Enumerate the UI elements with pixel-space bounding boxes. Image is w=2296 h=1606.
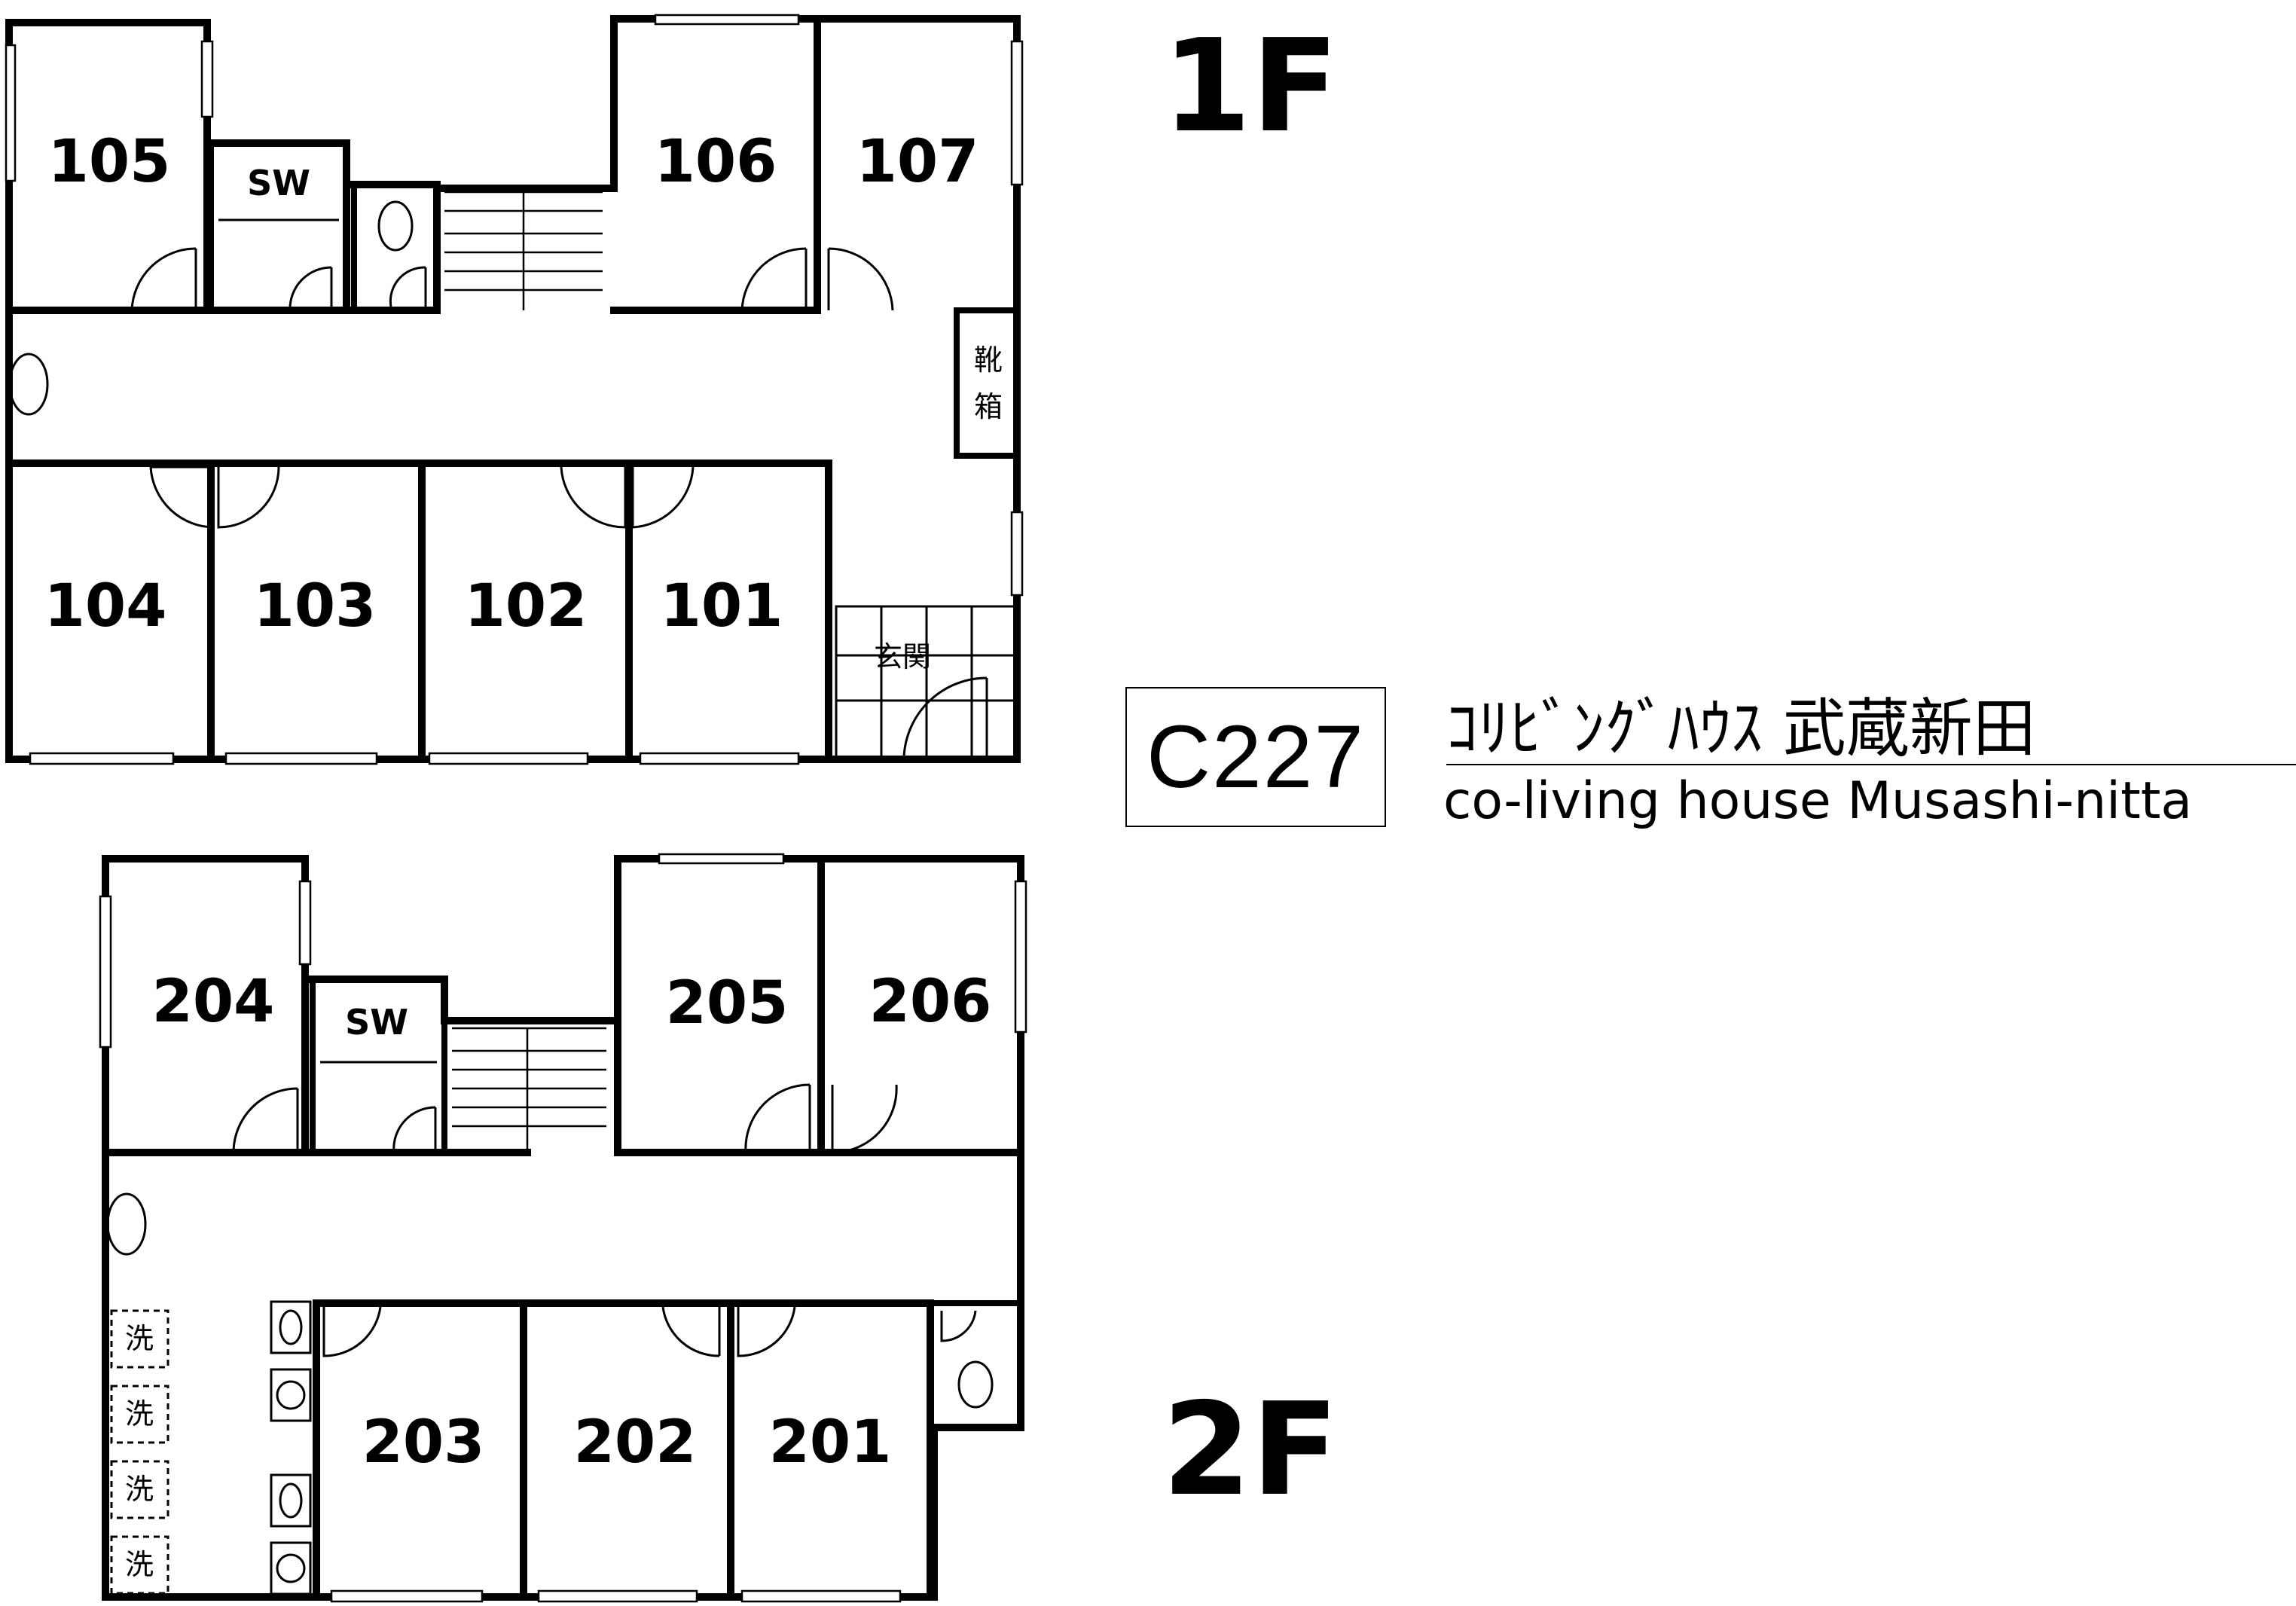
washer-label-2: 洗: [125, 1397, 154, 1430]
property-name-en: co-living house Musashi-nitta: [1443, 771, 2193, 831]
title-underline: [1446, 764, 2296, 765]
room-102-label: 102: [465, 572, 588, 640]
entrance-label: 玄関: [874, 640, 931, 673]
second-floor-plan: 洗 洗 洗 洗 204 SW 205 206 203 202 201 2F: [99, 853, 1339, 1603]
room-203-label: 203: [362, 1409, 485, 1476]
sw-label-2f: SW: [345, 1002, 408, 1043]
room-104-label: 104: [44, 572, 167, 640]
room-201-label: 201: [769, 1409, 892, 1476]
washer-label-4: 洗: [125, 1548, 154, 1581]
room-105-label: 105: [48, 128, 171, 196]
room-101-label: 101: [661, 572, 783, 640]
room-107-label: 107: [856, 128, 979, 196]
washer-label-1: 洗: [125, 1322, 154, 1355]
washer-label-3: 洗: [125, 1473, 154, 1506]
stairs-2f: [452, 1027, 606, 1153]
room-206-label: 206: [869, 968, 992, 1036]
shoe-box-label-1: 靴: [974, 343, 1003, 377]
property-code-box: C227: [1125, 687, 1386, 827]
first-floor-plan: 105 SW 106 107 靴 箱 104 103 102 101 玄関 1F: [5, 12, 1339, 765]
property-name-jp: ｺﾘﾋﾞﾝｸﾞﾊｳｽ 武蔵新田: [1446, 692, 2036, 765]
room-106-label: 106: [655, 128, 777, 196]
floor-1f-label: 1F: [1162, 12, 1339, 161]
room-205-label: 205: [666, 969, 789, 1037]
room-103-label: 103: [254, 572, 377, 640]
stairs-1f: [444, 191, 603, 310]
room-202-label: 202: [574, 1409, 697, 1476]
sw-label-1f: SW: [247, 163, 310, 203]
room-204-label: 204: [152, 968, 275, 1036]
floor-2f-label: 2F: [1162, 1375, 1339, 1525]
shoe-box-label-2: 箱: [974, 390, 1003, 423]
